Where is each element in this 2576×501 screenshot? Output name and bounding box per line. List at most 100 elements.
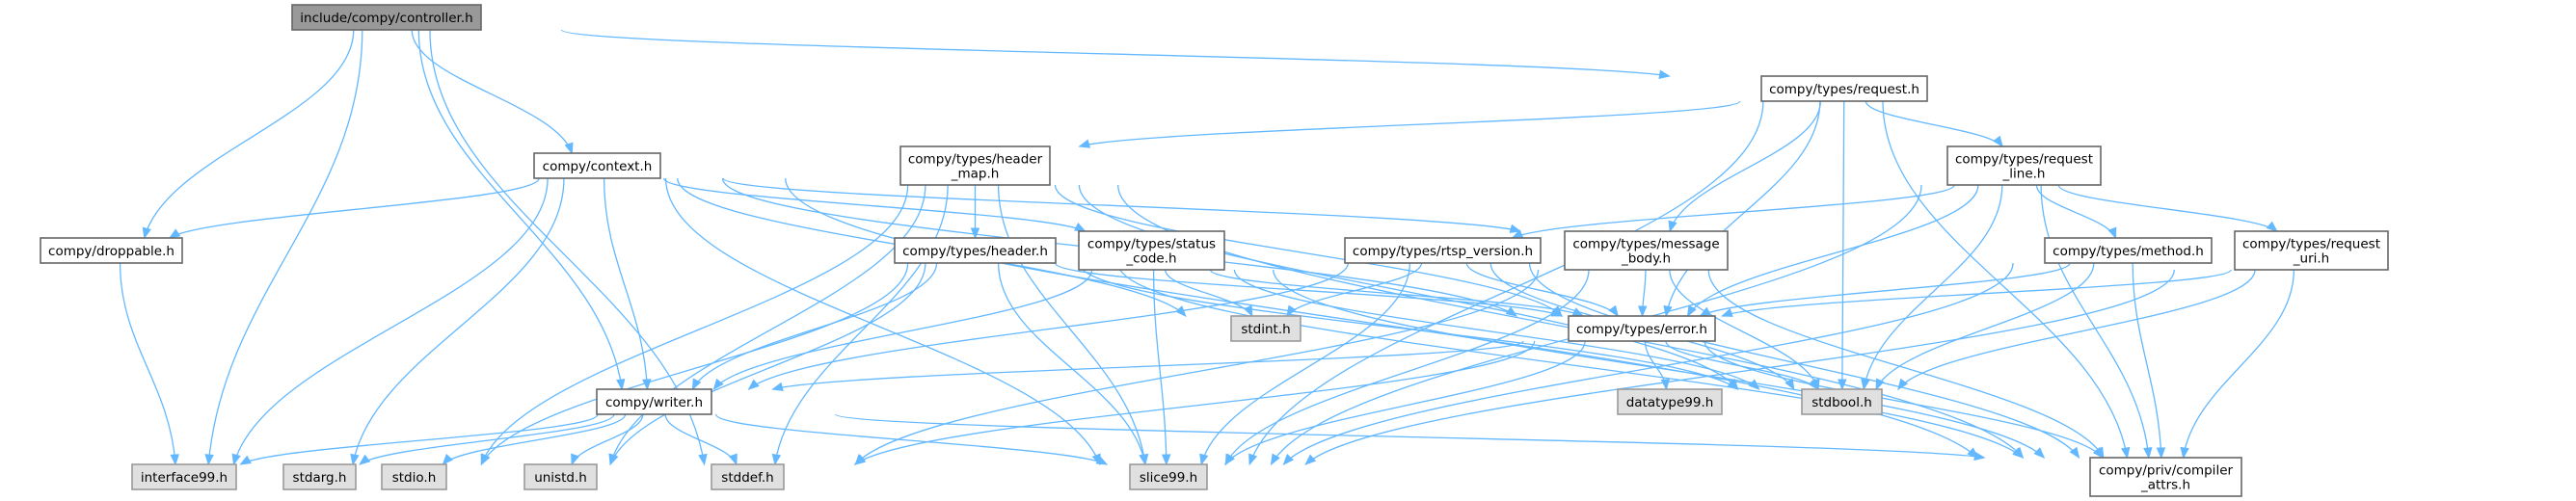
node-label: compy/types/status: [1087, 237, 1216, 252]
node-message-body[interactable]: compy/types/message_body.h: [1564, 230, 1729, 271]
edge-line: [1079, 100, 1741, 147]
edge-writer-to-stdarg: [359, 413, 615, 465]
edge-rtsp_version-to-compiler_attrs: [1528, 262, 2080, 460]
edge-line: [1875, 262, 2095, 390]
node-stdint: stdint.h: [1230, 315, 1301, 342]
node-label: _line.h: [2002, 167, 2046, 182]
arrowhead-icon: [1973, 451, 1986, 461]
node-rtsp-version[interactable]: compy/types/rtsp_version.h: [1344, 237, 1542, 264]
edge-line: [1078, 262, 1739, 390]
arrowhead-icon: [1304, 454, 1317, 465]
edge-line: [1117, 184, 2024, 459]
edge-line: [997, 262, 1146, 465]
node-label: compy/types/request.h: [1769, 82, 1919, 97]
node-writer[interactable]: compy/writer.h: [596, 388, 712, 415]
node-label: _uri.h: [2293, 251, 2329, 267]
edge-line: [712, 269, 1093, 390]
edge-rtsp_version-to-error: [1465, 262, 1620, 318]
node-request[interactable]: compy/types/request.h: [1760, 75, 1928, 102]
node-datatype99: datatype99.h: [1617, 388, 1723, 415]
node-droppable[interactable]: compy/droppable.h: [40, 237, 183, 264]
arrowhead-icon: [231, 453, 241, 466]
edge-line: [785, 177, 1978, 459]
node-label: interface99.h: [141, 470, 228, 486]
node-controller[interactable]: include/compy/controller.h: [291, 4, 482, 31]
arrowhead-icon: [2266, 221, 2278, 232]
edge-line: [359, 413, 615, 465]
arrowhead-icon: [2143, 447, 2153, 460]
node-label: stdarg.h: [293, 470, 347, 486]
edge-message_body-to-stddef: [854, 269, 1540, 466]
edge-line: [2040, 184, 2150, 459]
edge-error-to-stddef: [853, 340, 1536, 465]
arrowhead-icon: [571, 453, 580, 466]
edge-context-to-interface99: [231, 177, 549, 466]
node-compiler-attrs[interactable]: compy/priv/compiler_attrs.h: [2089, 457, 2242, 497]
edges-layer: [119, 29, 2295, 466]
node-box: [596, 388, 712, 415]
edge-message_body-to-error: [1637, 269, 1648, 318]
edge-request_line-to-method: [2035, 184, 2117, 240]
edge-line: [1224, 340, 1586, 465]
edge-line: [1286, 262, 1423, 317]
node-request-line[interactable]: compy/types/request_line.h: [1946, 145, 2102, 186]
node-header[interactable]: compy/types/header.h: [894, 237, 1057, 264]
node-box: [1568, 315, 1716, 342]
node-label: slice99.h: [1140, 470, 1197, 486]
arrowhead-icon: [480, 453, 491, 466]
arrowhead-icon: [170, 454, 179, 466]
edge-request_uri-to-error: [1721, 269, 2232, 317]
edge-status_code-to-writer: [712, 269, 1093, 391]
node-request-uri[interactable]: compy/types/request_uri.h: [2234, 230, 2389, 271]
node-label: compy/types/header.h: [902, 244, 1048, 259]
edge-line: [1841, 100, 1845, 390]
edge-method-to-error: [1699, 262, 2071, 317]
arrowhead-icon: [1608, 304, 1620, 318]
edge-header_map-to-unistd: [608, 184, 926, 466]
edge-line: [480, 262, 909, 465]
node-box: [1078, 230, 1225, 271]
edge-line: [1054, 184, 1563, 317]
edge-error-to-writer: [771, 340, 1524, 391]
node-header-map[interactable]: compy/types/header_map.h: [899, 145, 1051, 186]
node-label: _map.h: [951, 167, 1000, 182]
node-box: [1564, 230, 1729, 271]
node-box: [1230, 315, 1301, 342]
arrowhead-icon: [1199, 453, 1209, 466]
edge-header-to-unistd: [609, 262, 926, 466]
node-box: [1946, 145, 2102, 186]
edge-line: [1233, 269, 1760, 390]
node-box: [1760, 75, 1928, 102]
node-error[interactable]: compy/types/error.h: [1568, 315, 1716, 342]
edge-line: [560, 29, 1670, 77]
arrowhead-icon: [2033, 447, 2046, 459]
arrowhead-icon: [1505, 306, 1518, 317]
edge-line: [1304, 269, 2175, 465]
node-context[interactable]: compy/context.h: [533, 152, 661, 179]
edge-line: [417, 29, 623, 390]
edge-error-to-stdbool: [1665, 340, 1819, 391]
edge-line: [1687, 184, 1979, 317]
edge-line: [662, 177, 1086, 232]
arrowhead-icon: [2180, 446, 2189, 460]
arrowhead-icon: [1270, 453, 1280, 466]
node-status-code[interactable]: compy/types/status_code.h: [1078, 230, 1225, 271]
arrowhead-icon: [1875, 378, 1885, 391]
edge-context-to-message_body: [722, 177, 1522, 233]
node-box: [533, 152, 661, 179]
edge-method-to-compiler_attrs: [2132, 262, 2166, 460]
edge-line: [2182, 269, 2295, 459]
node-method[interactable]: compy/types/method.h: [2044, 237, 2213, 264]
edge-request-to-stdbool: [1838, 100, 1847, 391]
node-label: compy/priv/compiler: [2099, 463, 2234, 479]
edge-request_line-to-compiler_attrs: [2040, 184, 2153, 460]
node-label: compy/writer.h: [605, 395, 703, 410]
node-label: _body.h: [1621, 251, 1671, 267]
edge-line: [352, 177, 565, 465]
edge-controller-to-interface99: [204, 29, 363, 466]
arrowhead-icon: [1993, 135, 2003, 148]
edge-line: [1224, 269, 1590, 465]
node-box: [1801, 388, 1883, 415]
edge-line: [1200, 262, 1411, 465]
